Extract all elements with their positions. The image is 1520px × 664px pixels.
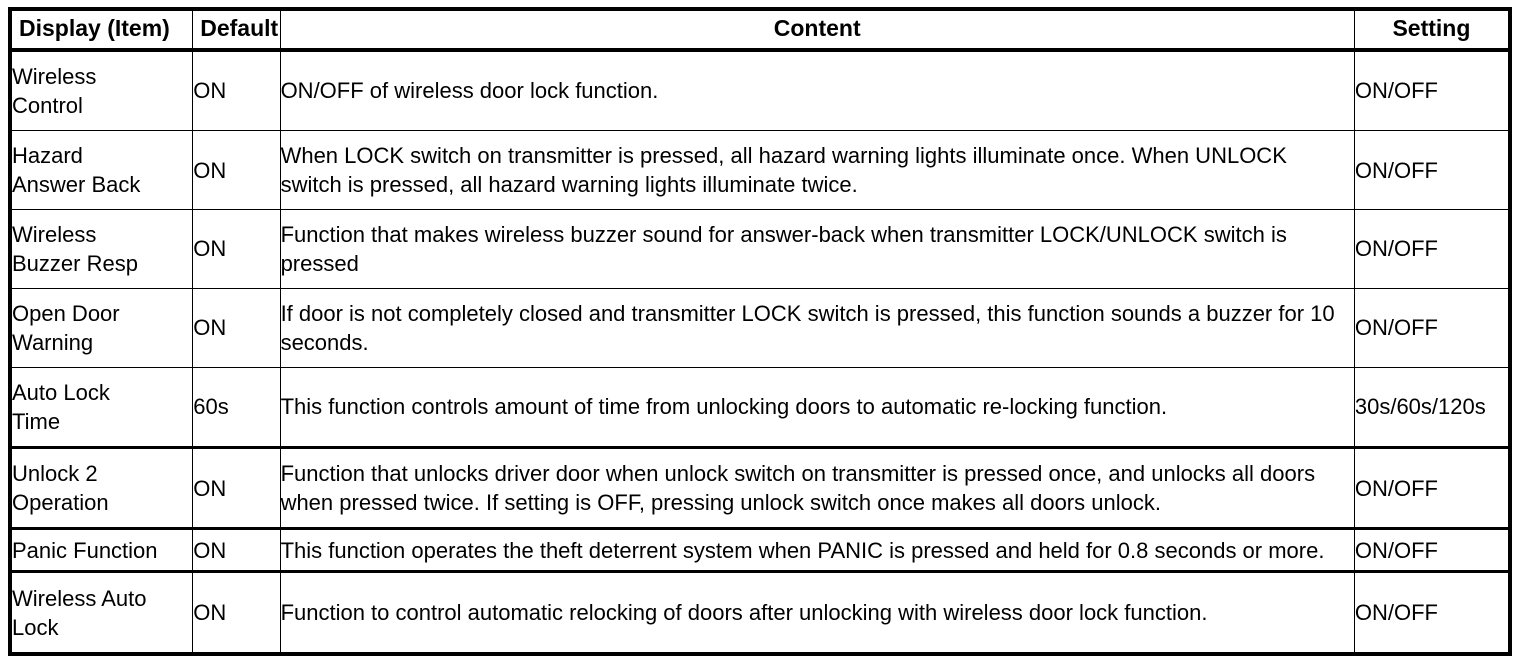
column-header-content: Content	[279, 8, 1355, 52]
table-header-row: Display (Item) Default Content Setting	[9, 8, 1511, 52]
cell-setting: ON/OFF	[1353, 570, 1511, 656]
cell-setting: ON/OFF	[1353, 209, 1511, 289]
cell-setting: ON/OFF	[1353, 445, 1511, 530]
table-row: Hazard Answer Back ON When LOCK switch o…	[9, 130, 1511, 210]
cell-display-item: Wireless Control	[9, 49, 194, 132]
cell-setting: 30s/60s/120s	[1353, 366, 1511, 448]
cell-display-item: Auto Lock Time	[9, 366, 194, 448]
cell-content: This function controls amount of time fr…	[279, 366, 1355, 448]
table-row: Wireless Control ON ON/OFF of wireless d…	[9, 49, 1511, 132]
column-header-setting: Setting	[1353, 8, 1511, 52]
wireless-door-lock-settings-table: Display (Item) Default Content Setting W…	[8, 7, 1512, 656]
cell-content: Function that makes wireless buzzer soun…	[279, 209, 1355, 289]
cell-content: This function operates the theft deterre…	[279, 527, 1355, 573]
table-row: Unlock 2 Operation ON Function that unlo…	[9, 445, 1511, 530]
table-body: Wireless Control ON ON/OFF of wireless d…	[9, 49, 1511, 656]
cell-default: ON	[192, 445, 281, 530]
cell-default: ON	[192, 49, 281, 132]
cell-default: 60s	[192, 366, 281, 448]
table-row: Panic Function ON This function operates…	[9, 527, 1511, 573]
table-row: Auto Lock Time 60s This function control…	[9, 366, 1511, 448]
cell-content: ON/OFF of wireless door lock function.	[279, 49, 1355, 132]
table-row: Wireless Buzzer Resp ON Function that ma…	[9, 209, 1511, 289]
cell-content: When LOCK switch on transmitter is press…	[279, 130, 1355, 210]
column-header-display-item: Display (Item)	[9, 8, 194, 52]
table-header: Display (Item) Default Content Setting	[9, 8, 1511, 52]
table-row: Wireless Auto Lock ON Function to contro…	[9, 570, 1511, 656]
cell-display-item: Open Door Warning	[9, 287, 194, 368]
cell-content: If door is not completely closed and tra…	[279, 287, 1355, 368]
cell-display-item: Wireless Buzzer Resp	[9, 209, 194, 289]
cell-display-item: Unlock 2 Operation	[9, 445, 194, 530]
cell-setting: ON/OFF	[1353, 49, 1511, 132]
cell-setting: ON/OFF	[1353, 287, 1511, 368]
column-header-default: Default	[192, 8, 281, 52]
cell-display-item: Hazard Answer Back	[9, 130, 194, 210]
table-row: Open Door Warning ON If door is not comp…	[9, 287, 1511, 368]
cell-setting: ON/OFF	[1353, 130, 1511, 210]
cell-content: Function that unlocks driver door when u…	[279, 445, 1355, 530]
cell-default: ON	[192, 570, 281, 656]
cell-content: Function to control automatic relocking …	[279, 570, 1355, 656]
cell-display-item: Panic Function	[9, 527, 194, 573]
cell-setting: ON/OFF	[1353, 527, 1511, 573]
cell-default: ON	[192, 527, 281, 573]
cell-default: ON	[192, 209, 281, 289]
cell-display-item: Wireless Auto Lock	[9, 570, 194, 656]
cell-default: ON	[192, 287, 281, 368]
cell-default: ON	[192, 130, 281, 210]
